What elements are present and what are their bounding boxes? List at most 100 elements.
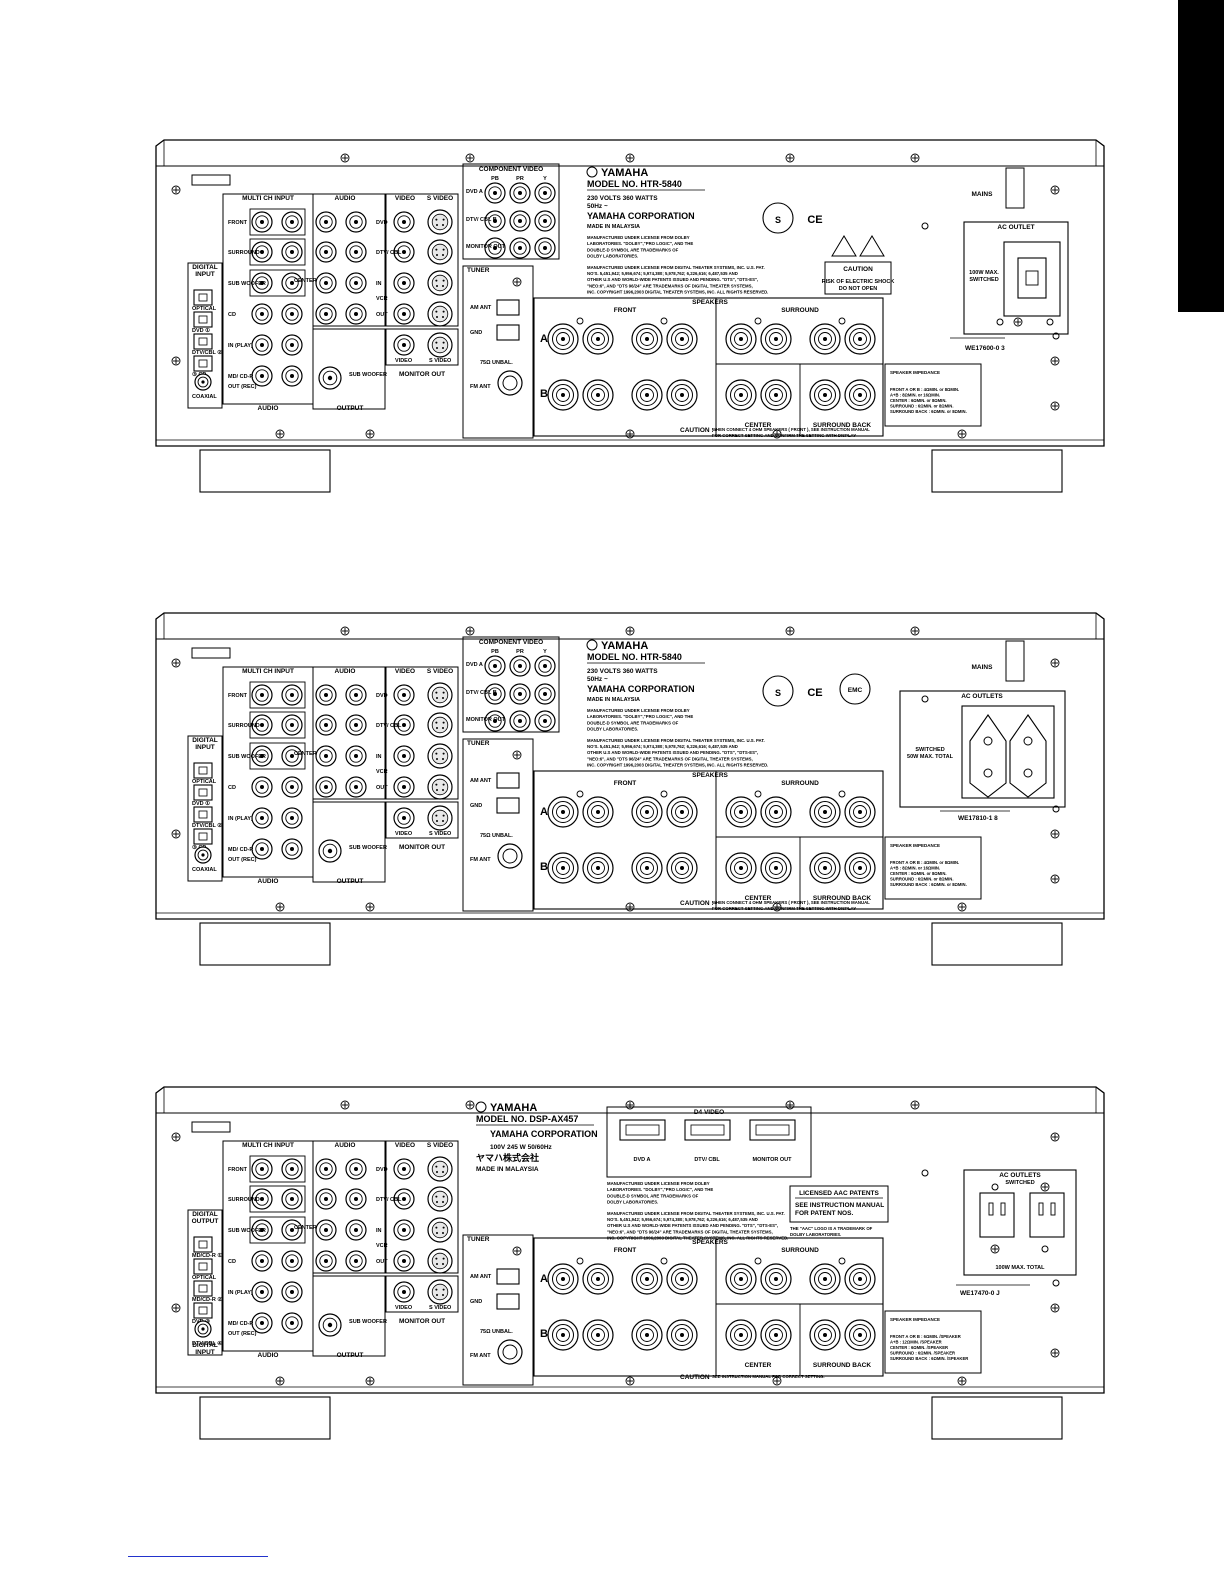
tuner-title: TUNER [467,1236,490,1243]
rca-jack-left-pin [260,785,264,789]
component-jack-pin [518,246,522,250]
mains-cord-relief [1005,167,1025,209]
power-rating: 100V 245 W 50/60Hz [490,1144,553,1151]
d4-connector-port [690,1124,725,1136]
panel-hole [1052,805,1060,813]
speaker-terminal-hole [774,810,778,814]
rca-jack-left-ring [255,688,269,702]
speaker-terminal-ring [765,857,787,879]
rca-jack-audio-r-ring [349,1223,363,1237]
speaker-terminal-hole [858,1333,862,1337]
rca-jack-right-ring [285,718,299,732]
rca-jack-left-pin [260,1228,264,1232]
s-video-jack-inner [431,274,449,292]
optical-jack [193,311,213,328]
component-jack-ring [513,186,527,200]
s-video-pin [435,814,438,817]
rca-jack-right-ring [285,749,299,763]
component-jack-ring [538,241,552,255]
audio-video-frame [312,666,386,800]
s-video-pin [436,1294,438,1296]
rca-jack-left-ring [255,307,269,321]
multi-ch-pair-frame [249,238,306,266]
speaker-terminal-ring [730,801,752,823]
japanese-company-name: ヤマハ株式会社 [476,1152,539,1163]
audio-row-label: SURROUND [228,1197,260,1203]
component-jack-ring [488,214,502,228]
speaker-terminal-hole [823,337,827,341]
optical-jack [193,355,213,372]
audio-row-label: IN (PLAY) [228,1290,253,1296]
component-video-frame [462,636,560,733]
rca-jack-video-ring [397,1254,411,1268]
impedance-frame [884,363,982,427]
yamaha-logo-text: YAMAHA [601,167,648,179]
rca-jack-right-pin [290,281,294,285]
s-video-pin [442,310,445,313]
s-video-pin [436,758,438,760]
footer-link-rule[interactable] [128,1556,268,1557]
license-line: DOLBY LABORATORIES. [587,254,638,259]
caution-label: CAUTION : [680,900,714,907]
speaker-terminal-ring [552,1324,574,1346]
mains-label: MAINS [972,191,994,198]
us-socket-slot [1050,1202,1056,1216]
digital-row-label: DTV/CBL ④ [192,1340,223,1347]
rca-jack-video-pin [402,250,406,254]
speaker-terminal-ring [552,801,574,823]
rca-jack-right-ring [285,338,299,352]
speaker-terminal-hole [596,810,600,814]
digital-row-label: MD/CD-R ① [192,1252,223,1259]
caution-line: WHEN CONNECT 4 OHM SPEAKERS ( FRONT ), S… [712,900,870,905]
s-video-pin [436,1232,438,1234]
rca-jack-video-pin [402,1167,406,1171]
ac-outlet-frame [963,221,1069,335]
sub-woofer-output-jack-ring [322,370,338,386]
speaker-terminal-ring [636,384,658,406]
multi-ch-pair-frame [249,681,306,709]
rca-jack-left-pin [260,374,264,378]
s-video-pin [442,820,444,822]
s-video-pin [442,254,444,256]
monitor-out-frame [385,328,459,366]
speaker-terminal-ring [765,328,787,350]
component-jack-pin [493,719,497,723]
coaxial-jack-pin [201,1327,205,1331]
speakers-front-label: FRONT [614,307,636,314]
foot-right [931,922,1063,966]
speaker-terminal-hole [823,1333,827,1337]
s-video-pin [442,1201,444,1203]
s-video-pin [442,697,444,699]
speaker-terminal-cap [734,388,748,402]
model-number: MODEL NO. HTR-5840 [587,652,682,662]
tuner-title: TUNER [467,267,490,274]
speaker-indicator-hole [754,317,762,325]
component-jack-ring [513,659,527,673]
digital-row-label: MD/CD-R ② [192,1296,223,1303]
optical-jack [193,1280,213,1297]
s-video-pin [442,279,445,282]
rca-jack-audio-r-pin [354,312,358,316]
s-video-jack-inner [431,1252,449,1270]
digital-row-label: DTV/CBL ② [192,349,223,356]
s-video-jack-inner [431,809,449,827]
rca-jack-right-pin [290,343,294,347]
gnd-terminal [496,1293,520,1310]
multi-ch-input-title: MULTI CH INPUT [242,1142,294,1149]
ac-outlet-hole [1041,1245,1049,1253]
s-video-pin [436,1171,438,1173]
speakers-frame [533,770,884,910]
license-line: LABORATORIES. "DOLBY","PRO LOGIC", AND T… [587,241,693,246]
rca-jack-right-ring [285,1192,299,1206]
speakers-frame [533,297,884,437]
speaker-terminal-cap [556,332,570,346]
rca-jack-audio-l-ring [319,749,333,763]
monitor-out-frame [385,801,459,839]
optical-jack [193,289,213,306]
rca-jack-video-ring [397,1192,411,1206]
